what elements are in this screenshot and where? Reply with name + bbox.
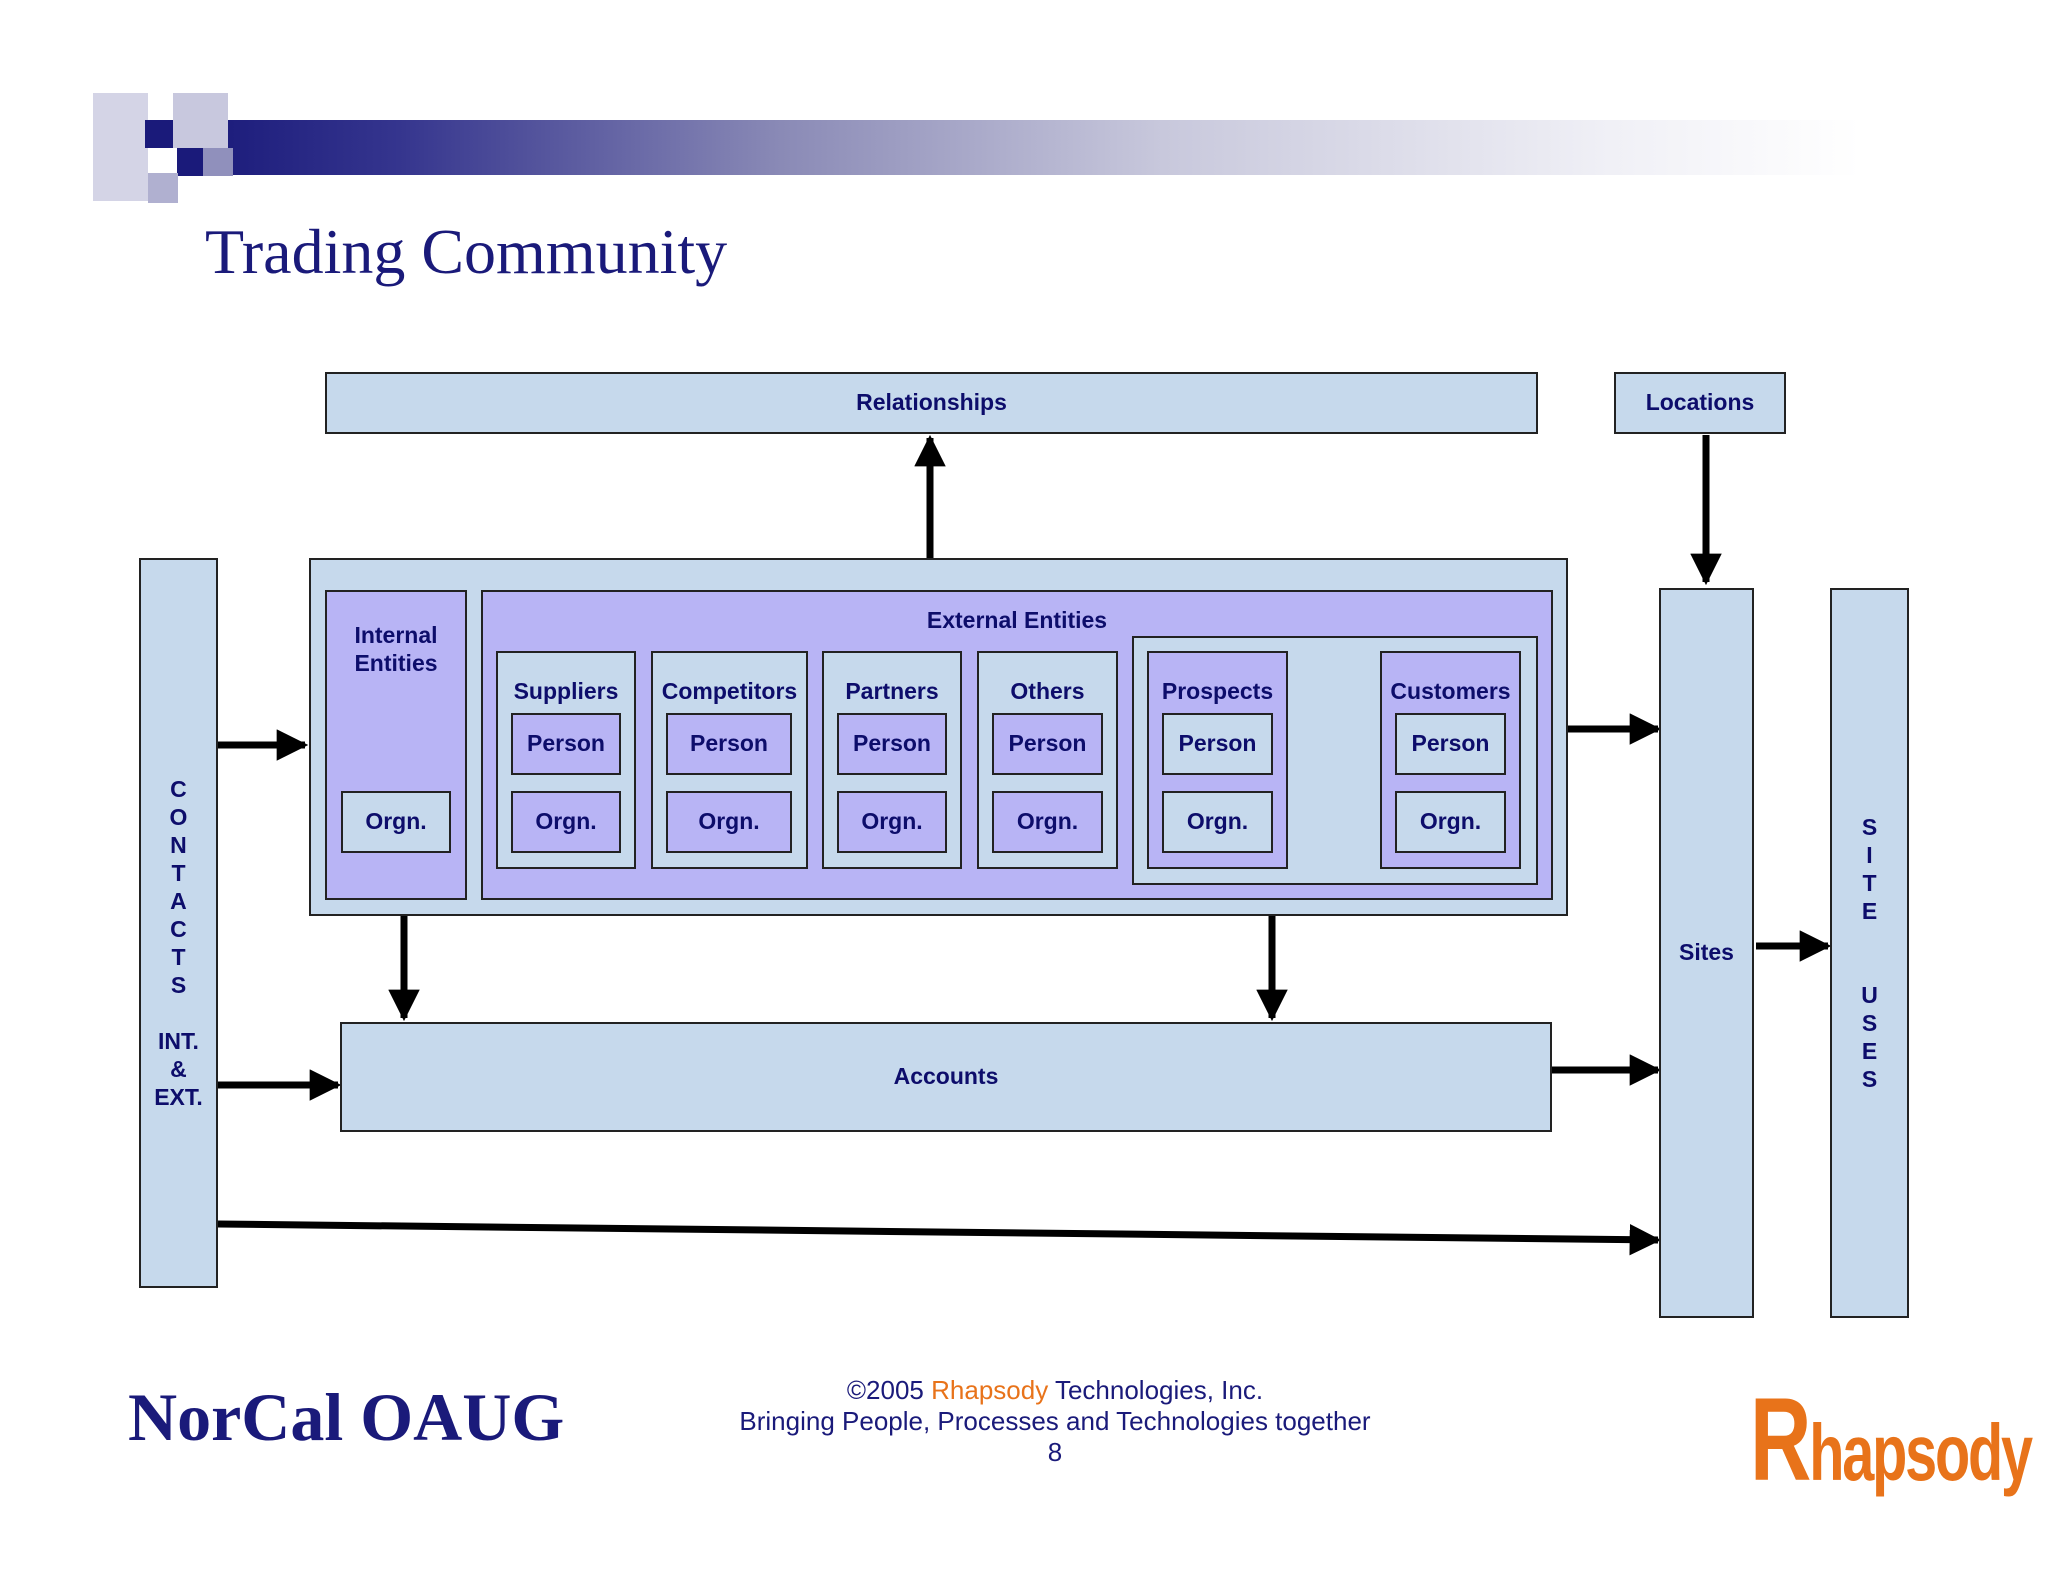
company-name-accent: Rhapsody [931, 1375, 1049, 1405]
page-number: 8 [1047, 1437, 1063, 1467]
footer-text: ©2005 Rhapsody Technologies, Inc. Bringi… [700, 1375, 1410, 1468]
accounts-box: Accounts [340, 1022, 1552, 1132]
person-box: Person [511, 713, 621, 775]
orgn-label: Orgn. [1186, 808, 1249, 835]
orgn-box: Orgn. [992, 791, 1103, 853]
locations-box: Locations [1614, 372, 1786, 434]
tagline: Bringing People, Processes and Technolog… [739, 1406, 1371, 1436]
orgn-box: Orgn. [511, 791, 621, 853]
orgn-box: Orgn. [1395, 791, 1506, 853]
orgn-box: Orgn. [837, 791, 947, 853]
orgn-box: Orgn. [666, 791, 792, 853]
contacts-label: C O N T A C T S INT. & EXT. [154, 776, 203, 1110]
orgn-label: Orgn. [1419, 808, 1482, 835]
copyright-suffix: Technologies, Inc. [1048, 1375, 1264, 1405]
locations-label: Locations [1645, 389, 1755, 416]
internal-entities-box: Internal Entities [325, 590, 467, 900]
accounts-label: Accounts [893, 1063, 999, 1090]
site-uses-label: S I T E U S E S [1861, 814, 1878, 1092]
internal-entities-label: Internal Entities [354, 622, 438, 676]
group-name: Competitors [661, 678, 798, 704]
person-box: Person [666, 713, 792, 775]
internal-orgn-label: Orgn. [365, 808, 427, 835]
logo-rest: hapsody [1809, 1408, 2033, 1497]
orgn-label: Orgn. [535, 808, 597, 835]
internal-orgn-box: Orgn. [341, 791, 451, 853]
contacts-box: C O N T A C T S INT. & EXT. [139, 558, 218, 1288]
person-box: Person [1395, 713, 1506, 775]
orgn-label: Orgn. [1016, 808, 1079, 835]
group-name: Customers [1390, 678, 1511, 704]
header-square-decoration [93, 93, 233, 203]
slide-title: Trading Community [205, 216, 728, 287]
rhapsody-logo: Rhapsody [1750, 1372, 2033, 1508]
site-uses-box: S I T E U S E S [1830, 588, 1909, 1318]
person-box: Person [1162, 713, 1273, 775]
copyright-line: ©2005 Rhapsody Technologies, Inc. [700, 1375, 1410, 1406]
group-name: Prospects [1161, 678, 1274, 704]
person-label: Person [1411, 730, 1490, 757]
group-name: Others [1010, 678, 1085, 704]
person-label: Person [1178, 730, 1257, 757]
group-name: Suppliers [513, 678, 619, 704]
person-label: Person [853, 730, 931, 757]
logo-initial: R [1750, 1374, 1811, 1506]
header-gradient-bar [200, 120, 1860, 175]
org-name: NorCal OAUG [128, 1379, 565, 1455]
person-box: Person [837, 713, 947, 775]
relationships-label: Relationships [856, 389, 1007, 416]
orgn-label: Orgn. [861, 808, 923, 835]
sites-label: Sites [1679, 939, 1734, 966]
orgn-label: Orgn. [698, 808, 760, 835]
person-label: Person [527, 730, 605, 757]
person-label: Person [1008, 730, 1087, 757]
group-name: Partners [845, 678, 939, 704]
arrow-contacts-to-sites [217, 1220, 1662, 1256]
person-box: Person [992, 713, 1103, 775]
sites-box: Sites [1659, 588, 1754, 1318]
external-entities-label: External Entities [926, 607, 1108, 633]
orgn-box: Orgn. [1162, 791, 1273, 853]
person-label: Person [690, 730, 768, 757]
relationships-box: Relationships [325, 372, 1538, 434]
copyright-prefix: ©2005 [846, 1375, 932, 1405]
